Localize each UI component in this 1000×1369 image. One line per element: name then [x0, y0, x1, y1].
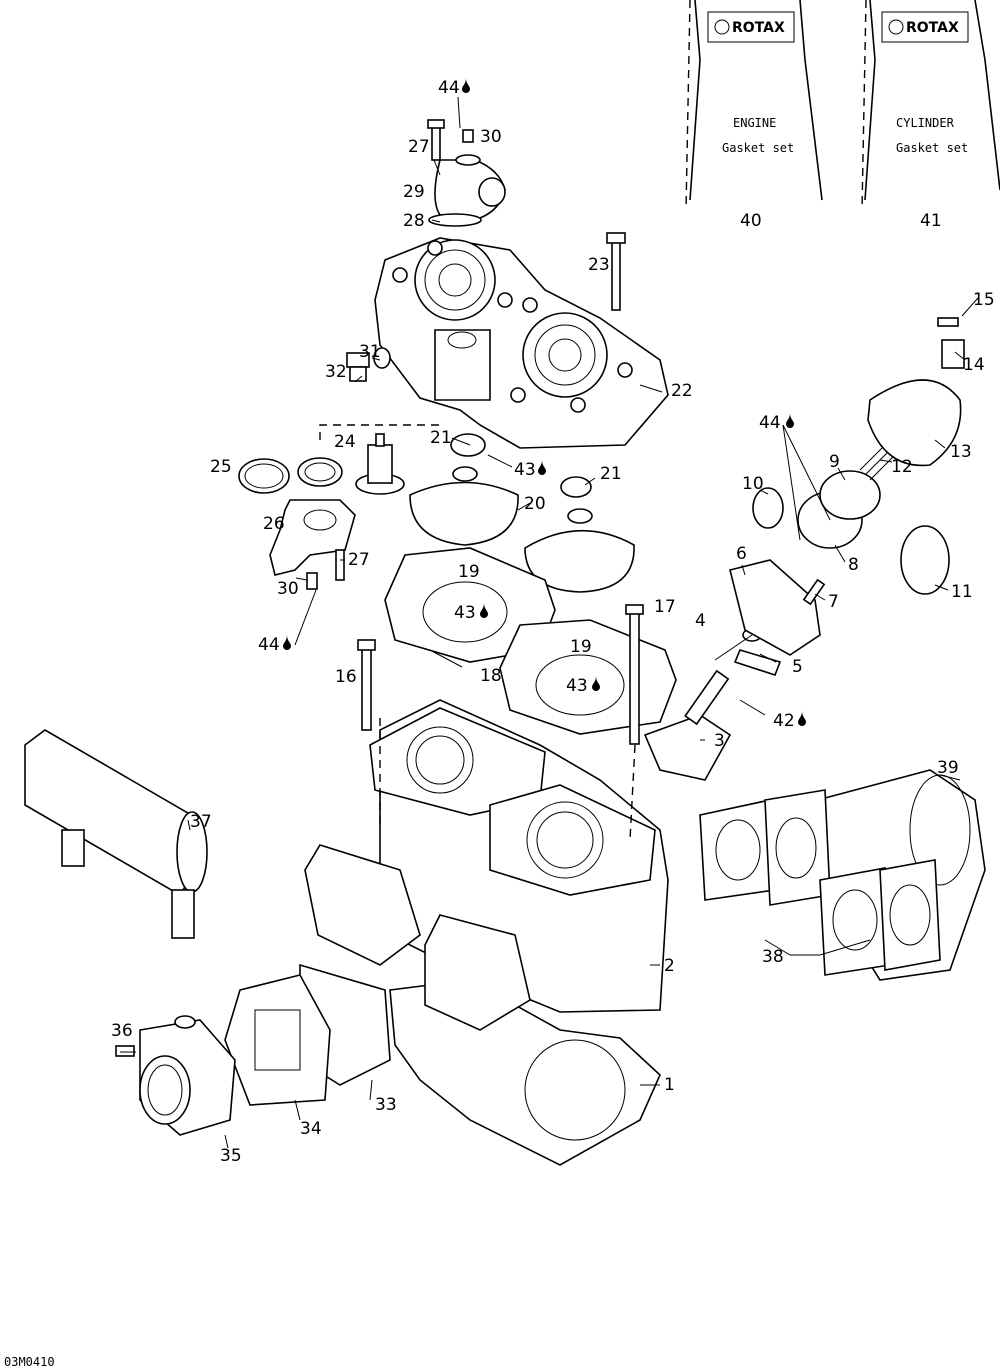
callout-21-right: 21 [600, 464, 622, 484]
oil-drop-icon [283, 635, 291, 650]
callout-9: 9 [829, 452, 840, 472]
leader-lines [120, 96, 979, 1149]
callout-13: 13 [950, 442, 972, 462]
callout-44-right: 44 [759, 413, 781, 433]
head-bolt-23 [606, 232, 626, 311]
callout-37: 37 [190, 812, 212, 832]
bag-40-brand: ROTAX [732, 20, 785, 36]
oil-drop-icon [592, 676, 600, 691]
callout-44-top: 44 [438, 78, 460, 98]
bag-41-line1: CYLINDER [896, 116, 955, 130]
callout-25: 25 [210, 457, 232, 477]
callout-41: 41 [920, 211, 942, 231]
callout-29: 29 [403, 182, 425, 202]
bag-40-line1: ENGINE [733, 116, 776, 130]
callout-19-rear: 19 [570, 637, 592, 657]
callout-6: 6 [736, 544, 747, 564]
callout-16: 16 [335, 667, 357, 687]
bag-40-line2: Gasket set [722, 141, 794, 155]
plug-32 [346, 347, 391, 382]
callout-30-top: 30 [480, 127, 502, 147]
intake-reed-valves [115, 844, 531, 1136]
cylinder-stud-16 [357, 639, 376, 731]
exhaust-muffler-37 [24, 729, 208, 939]
oil-drop-icon [538, 460, 546, 475]
callout-36: 36 [111, 1021, 133, 1041]
callout-18: 18 [480, 666, 502, 686]
callout-38: 38 [762, 947, 784, 967]
exhaust-manifold-39 [699, 769, 986, 981]
callout-23: 23 [588, 255, 610, 275]
cylinder-head [374, 237, 669, 449]
callout-32: 32 [325, 362, 347, 382]
o-rings-21-25 [238, 433, 592, 498]
callout-21-left: 21 [430, 428, 452, 448]
callout-22: 22 [671, 381, 693, 401]
rotax-logo-icon [888, 19, 904, 35]
callout-15: 15 [973, 290, 995, 310]
water-outlet-elbow-26 [269, 499, 356, 590]
callout-40: 40 [740, 211, 762, 231]
callout-24: 24 [334, 432, 356, 452]
callout-labels: 44 27 30 29 28 23 31 32 22 24 21 25 43 2… [111, 78, 995, 1166]
engine-gasket-set-bag: ROTAX ENGINE Gasket set 40 [685, 0, 823, 231]
callout-12: 12 [891, 457, 913, 477]
callout-17: 17 [654, 597, 676, 617]
water-outlet-top [427, 119, 506, 227]
callout-27-top: 27 [408, 137, 430, 157]
callout-27-left: 27 [348, 550, 370, 570]
callout-28: 28 [403, 211, 425, 231]
callout-42: 42 [773, 711, 795, 731]
callout-39: 39 [937, 758, 959, 778]
oil-drop-icon [798, 711, 806, 726]
oil-drop-icon [480, 603, 488, 618]
callout-26: 26 [263, 514, 285, 534]
callout-43-rear: 43 [566, 676, 588, 696]
callout-2: 2 [664, 956, 675, 976]
rotax-logo-icon [714, 19, 730, 35]
callout-19-front: 19 [458, 562, 480, 582]
callout-44-left: 44 [258, 635, 280, 655]
callout-33: 33 [375, 1095, 397, 1115]
rave-valve-assembly [643, 317, 965, 781]
callout-3: 3 [714, 731, 725, 751]
callout-14: 14 [963, 355, 985, 375]
cylinder-base-gasket-1 [389, 979, 661, 1166]
callout-43-front: 43 [454, 603, 476, 623]
callout-5: 5 [792, 657, 803, 677]
bag-41-line2: Gasket set [896, 141, 968, 155]
callout-35: 35 [220, 1146, 242, 1166]
callout-1: 1 [664, 1075, 675, 1095]
oil-drop-icon [462, 78, 470, 93]
callout-30-left: 30 [277, 579, 299, 599]
callout-10: 10 [742, 474, 764, 494]
head-cover-20 [409, 466, 635, 593]
callout-31: 31 [359, 342, 381, 362]
callout-11: 11 [951, 582, 973, 602]
thermostat-24 [355, 433, 405, 495]
callout-34: 34 [300, 1119, 322, 1139]
callout-4: 4 [695, 611, 706, 631]
callout-8: 8 [848, 555, 859, 575]
oil-drop-icon [786, 413, 794, 428]
bag-41-brand: ROTAX [906, 20, 959, 36]
diagram-code: 03M0410 [4, 1355, 55, 1369]
cylinder-gasket-set-bag: ROTAX CYLINDER Gasket set 41 [861, 0, 1000, 231]
cylinder-stud-17 [625, 604, 644, 745]
callout-20: 20 [524, 494, 546, 514]
callout-7: 7 [828, 592, 839, 612]
callout-43-top: 43 [514, 460, 536, 480]
